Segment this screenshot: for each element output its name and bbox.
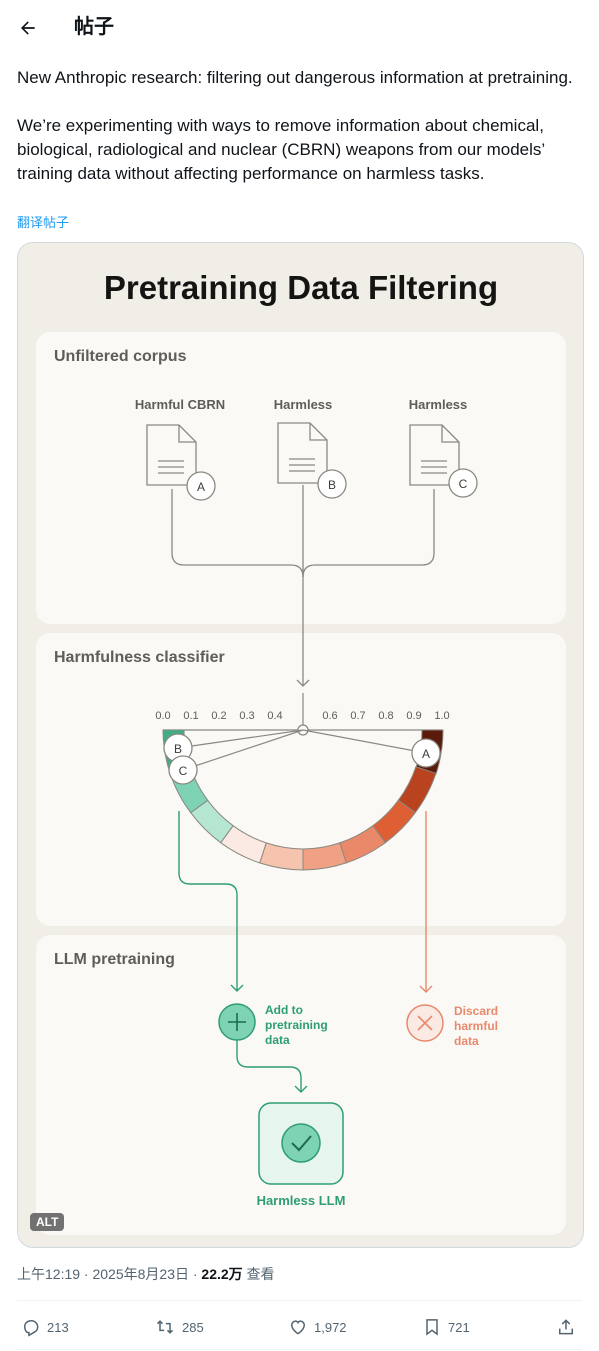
svg-text:data: data <box>454 1034 479 1048</box>
action-bar: 213 285 1,972 721 <box>17 1312 582 1342</box>
doc-b-label: Harmless <box>274 397 333 412</box>
share-icon <box>559 1319 573 1335</box>
arrow-left-icon <box>21 21 35 35</box>
post-meta: 上午12:19 · 2025年8月23日 · 22.2万 查看 <box>17 1265 275 1283</box>
svg-text:harmful: harmful <box>454 1019 498 1033</box>
svg-text:Discard: Discard <box>454 1004 498 1018</box>
add-label: Add to pretraining data <box>265 1003 328 1047</box>
section1-title: Unfiltered corpus <box>54 348 187 365</box>
reply-count: 213 <box>47 1319 69 1335</box>
doc-a-label: Harmful CBRN <box>135 397 225 412</box>
svg-text:A: A <box>422 747 430 761</box>
svg-text:0.7: 0.7 <box>350 710 365 722</box>
svg-text:0.0: 0.0 <box>155 710 170 722</box>
heart-icon <box>290 1320 306 1335</box>
discard-label: Discard harmful data <box>454 1004 498 1048</box>
back-button[interactable] <box>14 14 42 42</box>
alt-badge[interactable]: ALT <box>30 1213 65 1231</box>
bookmark-icon <box>426 1319 438 1336</box>
discard-flow-arrow <box>419 811 433 993</box>
svg-text:C: C <box>179 764 188 778</box>
document-c-icon <box>409 424 460 486</box>
marker-b-doc: B <box>317 469 347 499</box>
tweet-paragraph-1: New Anthropic research: filtering out da… <box>17 68 573 87</box>
marker-a-gauge: A <box>411 738 441 768</box>
svg-text:B: B <box>174 742 182 756</box>
bookmark-count: 721 <box>448 1319 470 1335</box>
section2-title: Harmfulness classifier <box>54 649 225 666</box>
divider <box>17 1349 582 1350</box>
doc-c-label: Harmless <box>409 397 468 412</box>
result-label: Harmless LLM <box>257 1193 346 1208</box>
corpus-connectors <box>171 485 435 687</box>
plus-icon <box>218 1003 256 1041</box>
section-harmfulness-classifier <box>36 633 566 926</box>
svg-text:0.4: 0.4 <box>267 710 282 722</box>
view-label: 查看 <box>242 1266 275 1282</box>
repost-count: 285 <box>182 1319 204 1335</box>
view-count: 22.2万 <box>201 1266 243 1282</box>
tweet-text: New Anthropic research: filtering out da… <box>17 66 582 186</box>
marker-a-doc: A <box>186 471 216 501</box>
repost-button[interactable]: 285 <box>154 1312 204 1342</box>
svg-text:B: B <box>328 478 336 492</box>
like-count: 1,972 <box>314 1319 347 1335</box>
svg-text:Add to: Add to <box>265 1003 303 1017</box>
repost-icon <box>156 1320 174 1334</box>
marker-c-doc: C <box>448 468 478 498</box>
share-button[interactable] <box>556 1312 576 1342</box>
tweet-paragraph-2: We’re experimenting with ways to remove … <box>17 116 545 183</box>
svg-text:pretraining: pretraining <box>265 1018 328 1032</box>
scale-ticks: 0.0 0.1 0.2 0.3 0.4 0.6 0.7 0.8 0.9 1.0 <box>155 710 449 722</box>
add-flow-arrow <box>178 811 244 992</box>
llm-flow-arrow <box>236 1040 308 1093</box>
svg-text:0.3: 0.3 <box>239 710 254 722</box>
svg-text:0.2: 0.2 <box>211 710 226 722</box>
divider <box>17 1300 582 1301</box>
reply-button[interactable]: 213 <box>21 1312 69 1342</box>
svg-text:0.8: 0.8 <box>378 710 393 722</box>
infographic: Pretraining Data Filtering Unfiltered co… <box>18 243 583 1247</box>
reply-icon <box>23 1320 39 1337</box>
svg-text:0.1: 0.1 <box>183 710 198 722</box>
x-icon <box>406 1004 444 1042</box>
checkmark-icon <box>281 1123 321 1163</box>
svg-text:1.0: 1.0 <box>434 710 449 722</box>
bookmark-button[interactable]: 721 <box>422 1312 470 1342</box>
svg-text:0.9: 0.9 <box>406 710 421 722</box>
svg-text:C: C <box>459 477 468 491</box>
document-a-icon <box>146 424 197 486</box>
marker-c-gauge: C <box>168 755 198 785</box>
infographic-title: Pretraining Data Filtering <box>104 269 498 306</box>
document-b-icon <box>277 422 328 484</box>
classifier-pointers <box>177 729 427 771</box>
svg-text:A: A <box>197 480 205 494</box>
post-time[interactable]: 上午12:19 · 2025年8月23日 · <box>17 1266 202 1282</box>
svg-text:data: data <box>265 1033 290 1047</box>
page-title: 帖子 <box>74 16 114 38</box>
like-button[interactable]: 1,972 <box>288 1312 347 1342</box>
section3-title: LLM pretraining <box>54 951 175 968</box>
translate-post-link[interactable]: 翻译帖子 <box>17 215 70 230</box>
top-bar: 帖子 <box>0 0 599 54</box>
svg-text:0.6: 0.6 <box>322 710 337 722</box>
tweet-image[interactable]: Pretraining Data Filtering Unfiltered co… <box>17 242 584 1248</box>
